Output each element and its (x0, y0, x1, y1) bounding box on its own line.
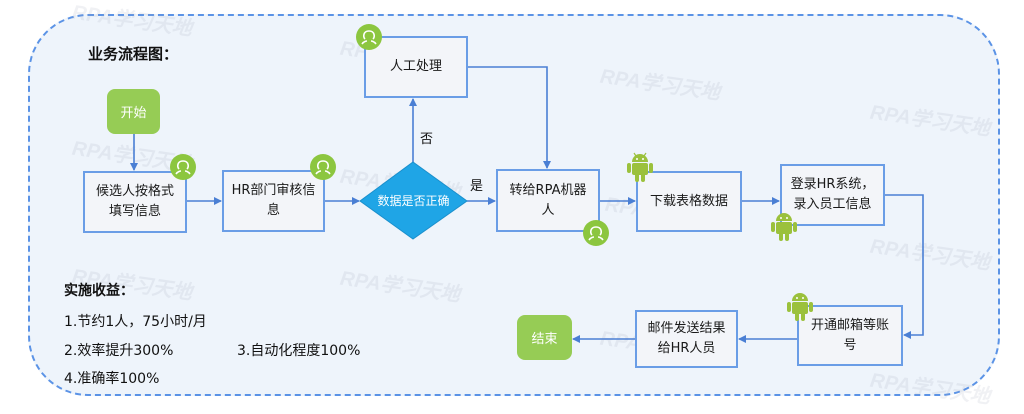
user-icon (583, 220, 609, 246)
benefit-item: 4.准确率100% (64, 371, 160, 387)
login-hr-box: 登录HR系统，录入员工信息 (780, 164, 885, 226)
user-icon (356, 24, 382, 50)
edge-login-to-email-account (885, 194, 924, 339)
user-icon (310, 154, 336, 180)
benefit-item: 3.自动化程度100% (237, 343, 361, 359)
android-icon (787, 293, 813, 321)
manual-process-box: 人工处理 (364, 36, 468, 98)
benefit-item: 1.节约1人，75小时/月 (64, 314, 207, 330)
start-node: 开始 (107, 89, 160, 134)
candidate-fill-box: 候选人按格式填写信息 (83, 171, 187, 233)
edge-label-no: 否 (420, 132, 434, 147)
user-icon (170, 154, 196, 180)
benefits-title: 实施收益： (64, 283, 134, 299)
decision-label: 数据是否正确 (377, 194, 450, 208)
benefit-item: 2.效率提升300% (64, 343, 174, 359)
diagram-title: 业务流程图： (88, 45, 179, 63)
open-email-box: 开通邮箱等账号 (797, 305, 903, 366)
decision-diamond (359, 161, 468, 240)
download-data-box: 下载表格数据 (636, 171, 742, 232)
to-rpa-box: 转给RPA机器人 (496, 169, 600, 232)
android-icon (771, 213, 797, 241)
edge-manual-to-rpa (468, 66, 551, 169)
send-result-box: 邮件发送结果给HR人员 (635, 310, 738, 368)
edge-label-yes: 是 (470, 179, 484, 194)
android-icon (627, 152, 653, 182)
hr-review-box: HR部门审核信息 (222, 170, 325, 232)
end-node: 结束 (517, 315, 572, 360)
